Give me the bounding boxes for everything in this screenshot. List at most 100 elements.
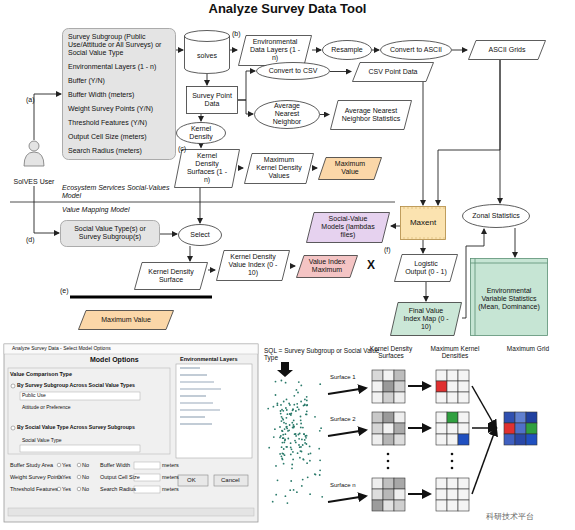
data-parallelogram: Average Nearest Neighbor Statistics [330, 100, 412, 130]
dialog-text: Buffer Width [100, 462, 130, 468]
button [178, 475, 208, 486]
flow-arrow [290, 266, 295, 267]
node-text: Convert to ASCII [390, 46, 442, 54]
node-text: Social-Value Models (lambdas files) [317, 215, 379, 239]
callout-label: Ecosystem Services Social-Values Model [62, 184, 174, 200]
node-text: Buffer (Y/N) [68, 77, 105, 85]
node-text: Maximum Value [329, 160, 371, 176]
data-parallelogram: Final Value Index Map (0 - 10) [390, 302, 462, 336]
node-text: Maxent [410, 218, 436, 227]
data-parallelogram: Kernel Density Surface [134, 262, 208, 290]
callout-label: (a) [26, 96, 35, 104]
dialog-text: Output Cell Size [100, 474, 140, 480]
flow-arrow [230, 50, 237, 51]
callout-label: (c) [178, 145, 186, 153]
button [214, 475, 248, 486]
text-field [134, 486, 160, 493]
dialog-text: No [82, 462, 89, 468]
dialog-text: Attitude or Preference [22, 405, 71, 411]
data-parallelogram: Value Index Maximum [296, 255, 358, 278]
dialog-text: No [82, 474, 89, 480]
dialog-text: Yes [62, 462, 71, 468]
dialog-text: By Social Value Type Across Survey Subgr… [17, 425, 135, 431]
node-text: Survey Point Data [189, 92, 235, 108]
callout-label: (d) [26, 236, 35, 244]
input-box: Social Value Type(s) or Survey Subgroup(… [60, 220, 160, 247]
node-text: Average Nearest Neighbor Statistics [341, 107, 401, 123]
flow-arrow [391, 226, 400, 227]
text-field [20, 445, 140, 452]
input-box: Survey Subgroup (Public Use/Attitude or … [62, 28, 176, 160]
flow-arrow [438, 60, 500, 205]
node-text: Maximum Value [101, 316, 151, 324]
node-text: Zonal Statistics [472, 212, 519, 220]
process-ellipse: Average Nearest Neighbor [254, 100, 320, 129]
text-field [134, 462, 160, 469]
node-text: Weight Survey Points (Y/N) [68, 105, 153, 113]
group-box [8, 368, 170, 454]
illustration-label: Maximum Kernel Densities [424, 345, 486, 360]
node-text: Social Value Type(s) or Survey Subgroup(… [66, 225, 154, 241]
flow-arrow [330, 71, 351, 72]
node-text: Environmental Data Layers (1 - n) [249, 38, 301, 62]
data-parallelogram: Maximum Value [318, 157, 382, 180]
node-text: Buffer Width (meters) [68, 91, 134, 99]
callout-label: (b) [232, 30, 241, 38]
process-box: Survey Point Data [186, 86, 238, 114]
data-parallelogram: Social-Value Models (lambdas files) [306, 212, 390, 243]
data-parallelogram: ASCII Grids [468, 40, 546, 60]
dialog-text: Yes [62, 474, 71, 480]
data-parallelogram: Kernel Density Surfaces (1 - n) [174, 149, 240, 188]
node-text: Output Cell Size (meters) [68, 133, 147, 141]
dialog-text: Threshold Features [10, 486, 58, 492]
dialog-text: No [82, 486, 89, 492]
flow-arrow [160, 234, 177, 235]
process-ellipse: Resample [322, 40, 372, 60]
node-text: SolVES User [14, 178, 55, 186]
data-parallelogram: Kernel Density Value Index (0 - 10) [216, 250, 290, 281]
process-ellipse: Convert to ASCII [380, 40, 452, 60]
dialog-text: meters [162, 486, 179, 492]
node-text: Average Nearest Neighbor [262, 102, 312, 126]
callout-label: (e) [60, 287, 69, 295]
node-text: Kernel Density Surface [145, 268, 197, 284]
flow-arrow [500, 60, 501, 203]
node-text: Kernel Density [184, 125, 218, 141]
watermark: 科研技术平台 [486, 512, 534, 521]
flow-arrow [200, 188, 201, 224]
flow-arrow [207, 74, 208, 85]
node-text: Kernel Density Surfaces (1 - n) [185, 152, 229, 184]
flow-arrow [201, 114, 202, 121]
illustration-label: Kernel Density Surfaces [362, 345, 420, 360]
status-bar [8, 508, 254, 516]
dialog-text: meters [162, 474, 179, 480]
flow-arrow [238, 100, 253, 114]
node-text: Environmental Variable Statistics (Mean,… [475, 287, 543, 311]
node-text: Survey Subgroup (Public Use/Attitude or … [68, 33, 170, 57]
node-text: Maximum Kernel Density Values [255, 156, 303, 180]
flow-arrow [423, 82, 424, 205]
dropdown [20, 392, 140, 400]
flow-arrow [176, 50, 183, 51]
list-items [180, 368, 221, 424]
node-text: Convert to CSV [269, 67, 318, 75]
node-text: Resample [331, 46, 363, 54]
dialog-text: Model Options [90, 356, 139, 364]
node-text: Select [190, 231, 209, 239]
illustration-label: Surface n [330, 482, 356, 489]
flow-arrow [208, 270, 215, 271]
flow-arrow [372, 50, 379, 51]
illustration-label: Surface 2 [330, 416, 356, 423]
dialog-text: Weight Survey Points [10, 474, 62, 480]
radio-buttons [11, 384, 81, 491]
flow-arrow [201, 144, 202, 148]
flow-arrow [515, 228, 516, 257]
database-cylinder: solves [184, 30, 230, 74]
flow-arrow [426, 282, 427, 301]
model-separator [10, 202, 395, 203]
shape-outline [184, 30, 230, 74]
flow-arrow [34, 186, 59, 233]
flow-arrow [320, 114, 329, 115]
dialog-text: Environmental Layers [180, 356, 237, 362]
layer-list [176, 364, 252, 458]
